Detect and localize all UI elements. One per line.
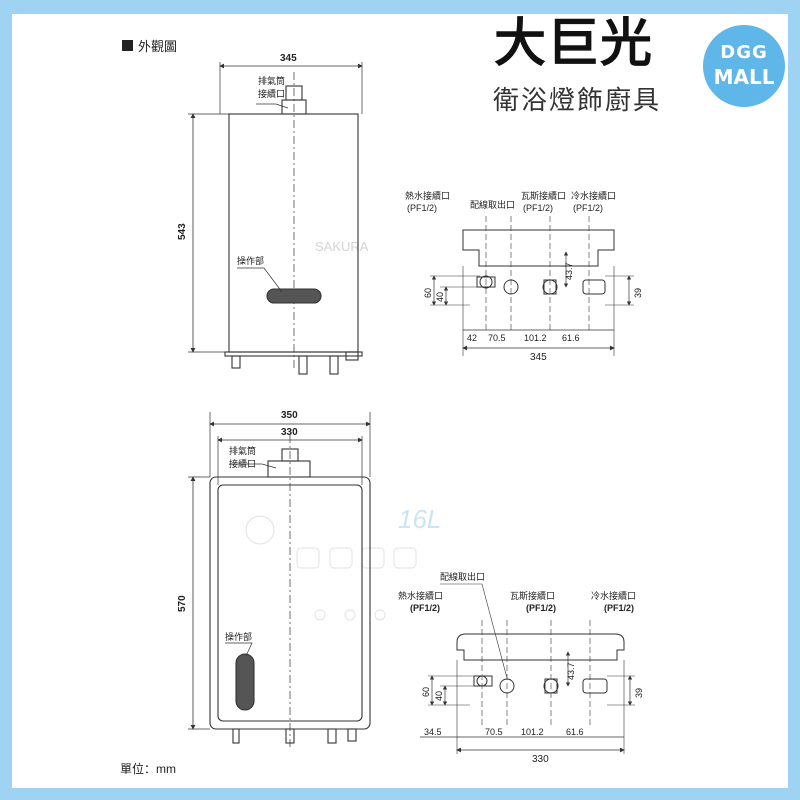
bottom-front-view bbox=[188, 412, 371, 748]
top-front-operation-label: 操作部 bbox=[237, 255, 264, 266]
top-dim-39: 39 bbox=[633, 288, 643, 298]
bottom-cold-water-label: 冷水接續口 bbox=[591, 590, 636, 601]
bottom-dim-total: 330 bbox=[532, 754, 549, 765]
bottom-front-pipes bbox=[232, 728, 357, 744]
title-square-icon bbox=[122, 40, 133, 51]
top-bottom-view bbox=[430, 216, 634, 356]
top-dim-60: 60 bbox=[423, 288, 433, 298]
bottom-dim-34-5: 34.5 bbox=[424, 727, 442, 737]
bottom-dim-101-2: 101.2 bbox=[521, 727, 544, 737]
top-front-exhaust-label-2: 接續口 bbox=[258, 88, 285, 99]
unit-label: 單位：mm bbox=[120, 762, 176, 776]
top-dim-70-5: 70.5 bbox=[488, 333, 506, 343]
top-wiring-label: 配線取出口 bbox=[470, 199, 515, 210]
top-gas-spec: (PF1/2) bbox=[523, 203, 553, 213]
top-dim-101-2: 101.2 bbox=[524, 333, 547, 343]
bottom-hot-water-spec: (PF1/2) bbox=[410, 603, 440, 613]
drawing-panel bbox=[12, 14, 788, 788]
bottom-front-exhaust-label-2: 接續口 bbox=[229, 458, 256, 469]
top-front-pipes bbox=[231, 351, 359, 375]
bottom-wiring-label: 配線取出口 bbox=[440, 571, 485, 582]
brand-name: 大巨光 bbox=[494, 14, 654, 74]
top-cold-water-label: 冷水接續口 bbox=[571, 190, 616, 201]
bottom-front-height-label: 570 bbox=[177, 595, 188, 612]
top-front-exhaust-label-1: 排氣筒 bbox=[258, 75, 285, 86]
bottom-hot-water-label: 熱水接續口 bbox=[398, 590, 443, 601]
bottom-dim-61-6: 61.6 bbox=[566, 727, 584, 737]
top-hot-water-spec: (PF1/2) bbox=[407, 203, 437, 213]
bottom-dim-39: 39 bbox=[634, 688, 644, 698]
top-front-width-label: 345 bbox=[280, 53, 297, 64]
bottom-gas-spec: (PF1/2) bbox=[526, 603, 556, 613]
bottom-dim-43-7: 43.7 bbox=[566, 662, 576, 680]
top-front-view bbox=[188, 62, 363, 375]
dgg-mall-logo: DGG MALL bbox=[703, 25, 785, 107]
bottom-front-operation-label: 操作部 bbox=[225, 631, 252, 642]
top-dim-total: 345 bbox=[530, 352, 547, 363]
capacity-watermark: 16L bbox=[398, 504, 441, 534]
brand-subtitle: 衛浴燈飾廚具 bbox=[493, 86, 662, 116]
top-hot-water-label: 熱水接續口 bbox=[405, 190, 450, 201]
bottom-dim-40: 40 bbox=[434, 691, 444, 701]
bottom-front-inner-width-label: 330 bbox=[281, 427, 298, 438]
bottom-gas-label: 瓦斯接續口 bbox=[510, 590, 555, 601]
bottom-bottom-view bbox=[420, 583, 635, 754]
faint-panel-icons bbox=[245, 515, 417, 621]
bottom-front-exhaust-label-1: 排氣筒 bbox=[229, 445, 256, 456]
top-dim-43-7: 43.7 bbox=[564, 262, 574, 280]
bottom-dim-60: 60 bbox=[421, 687, 431, 697]
sakura-watermark: SAKURA bbox=[315, 239, 369, 254]
bottom-front-outer-width-label: 350 bbox=[281, 410, 298, 421]
bottom-dim-70-5: 70.5 bbox=[485, 727, 503, 737]
section-title: 外觀圖 bbox=[138, 39, 178, 54]
top-dim-40: 40 bbox=[435, 292, 445, 302]
bottom-cold-water-spec: (PF1/2) bbox=[604, 603, 634, 613]
top-dim-42: 42 bbox=[467, 333, 477, 343]
top-cold-water-spec: (PF1/2) bbox=[573, 203, 603, 213]
top-gas-label: 瓦斯接續口 bbox=[521, 190, 566, 201]
top-dim-61-6: 61.6 bbox=[562, 333, 580, 343]
top-front-height-label: 543 bbox=[177, 223, 188, 240]
